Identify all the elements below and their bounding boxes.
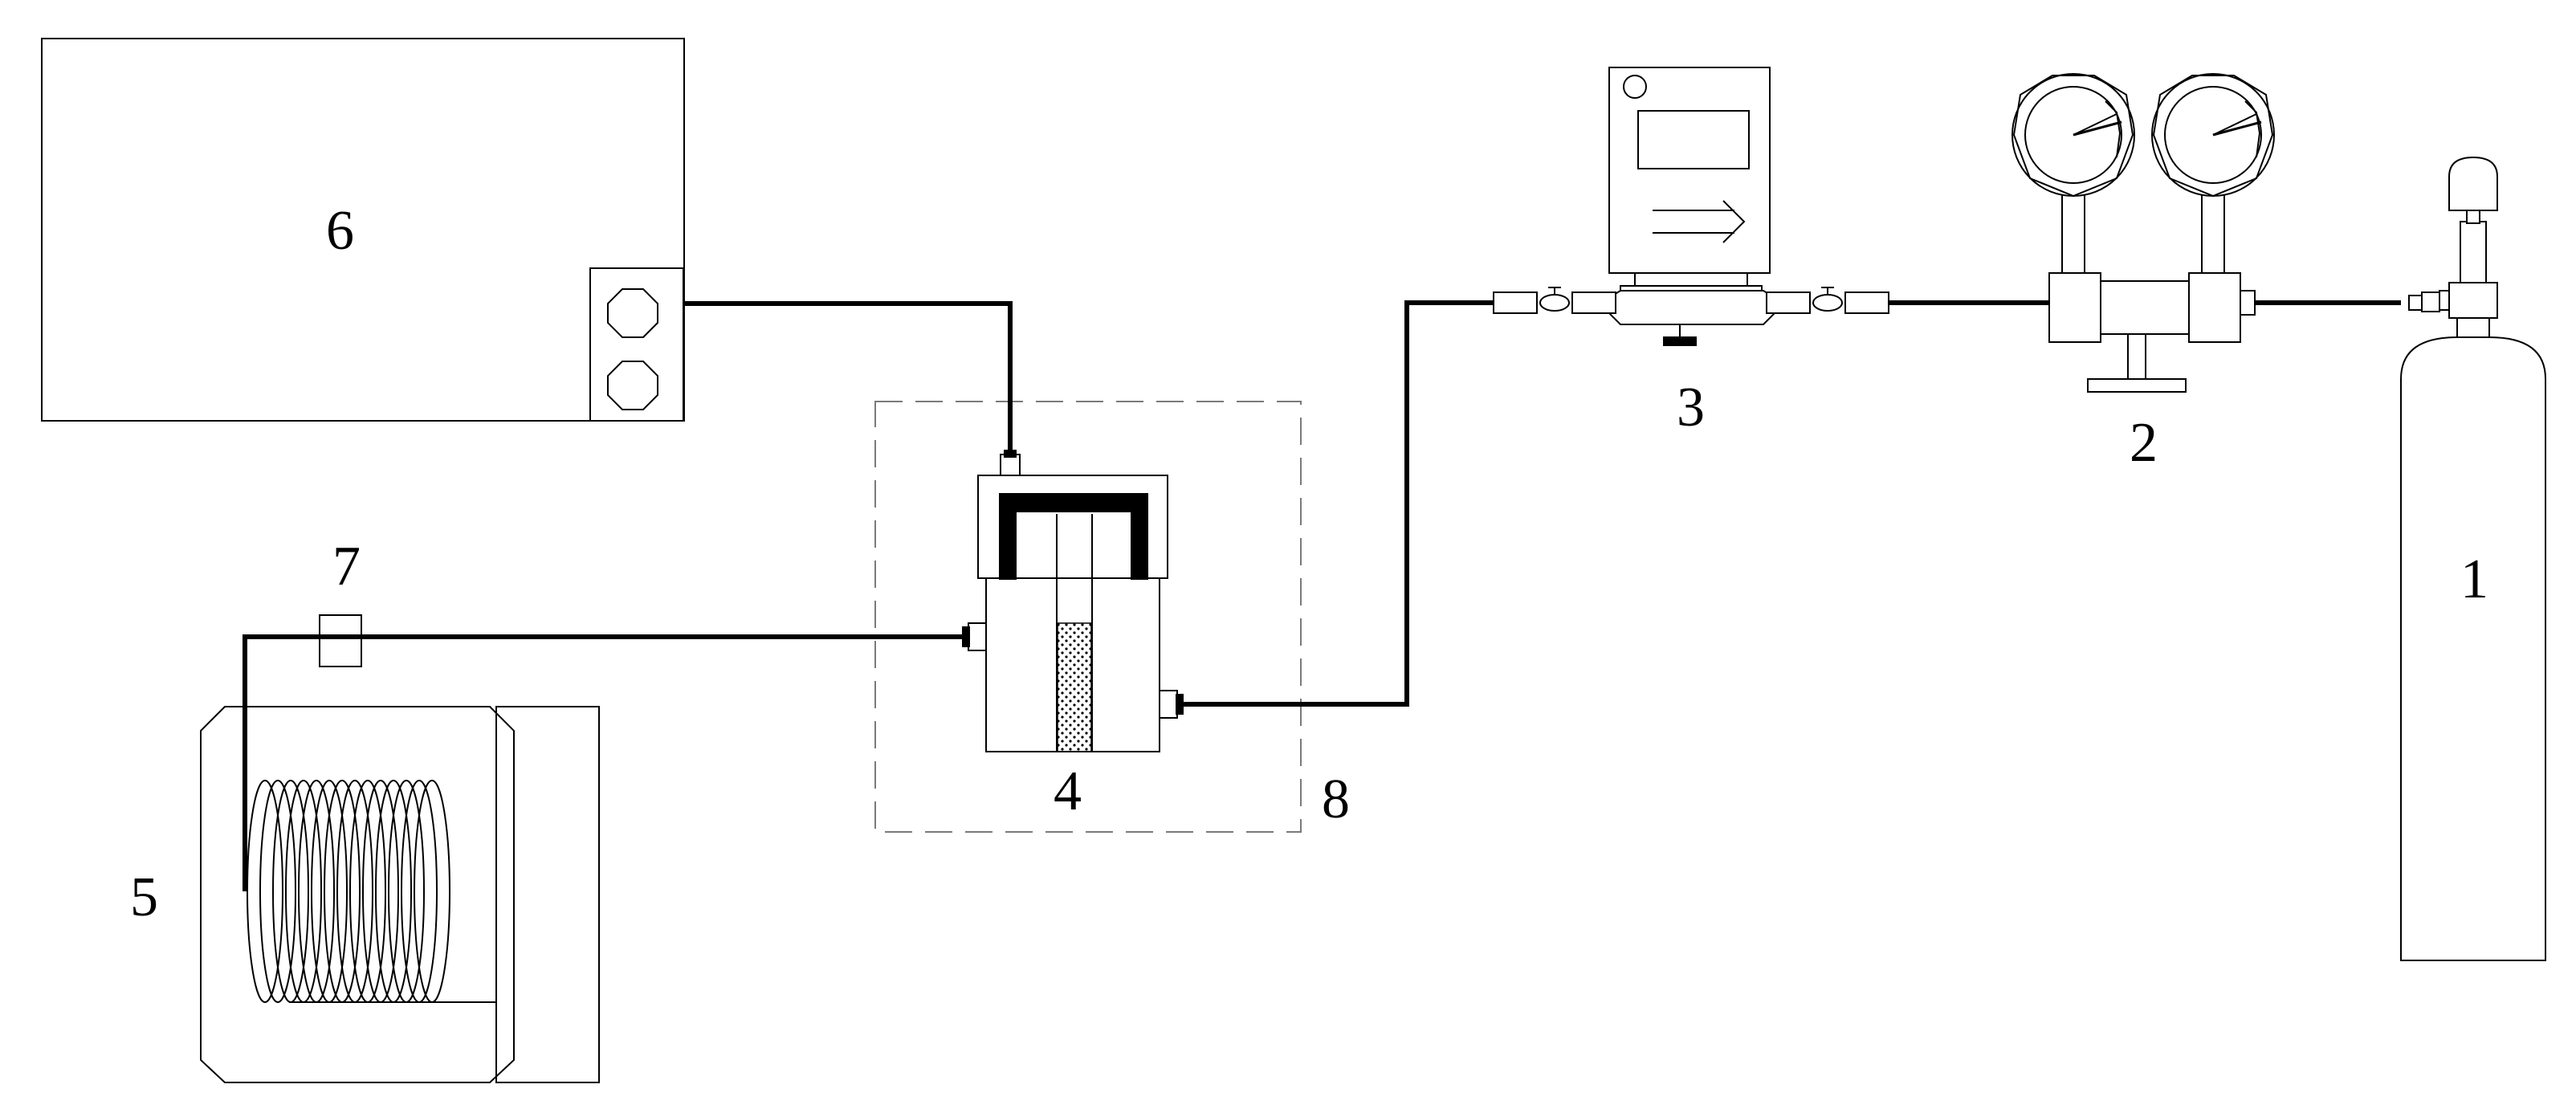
label-7: 7 [332,536,361,597]
flow-arrow-icon [1653,200,1746,243]
label-4: 4 [1054,760,1082,822]
reactor-packed-bed [1057,622,1092,752]
tube-controller-to-reactor [684,301,1013,450]
tube-reactor-to-coil [243,634,962,891]
label-8: 8 [1322,768,1350,830]
reactor-right-port [1159,690,1178,719]
label-5: 5 [130,866,158,928]
flowmeter-indicator [1623,75,1647,99]
controller-knob-2 [607,361,658,410]
component-2-pressure-regulator [2011,73,2275,393]
pressure-gauge-right-icon [2151,73,2275,198]
component-8-enclosure [874,401,1302,833]
coil-loops [247,780,450,1003]
controller-knob-1 [607,288,658,338]
label-3: 3 [1677,377,1705,438]
tube-reactor-to-flowmeter [1184,300,1494,707]
component-5-coil-heater [200,706,600,1083]
reactor-top-port [1000,454,1021,476]
component-4-reactor [962,450,1184,752]
label-2: 2 [2130,412,2158,474]
flowmeter-display [1637,110,1750,169]
connecting-tubes [243,300,2401,891]
component-7-fitting [319,614,362,667]
component-1-gas-cylinder [2400,156,2546,961]
component-3-flow-controller [1493,67,1889,346]
pressure-gauge-left-icon [2011,73,2135,198]
label-1: 1 [2460,548,2488,610]
label-6: 6 [326,200,354,262]
reactor-left-port [968,622,987,651]
component-6-controller [41,38,685,422]
component-labels: 6 7 5 4 8 3 2 1 [130,200,2488,928]
